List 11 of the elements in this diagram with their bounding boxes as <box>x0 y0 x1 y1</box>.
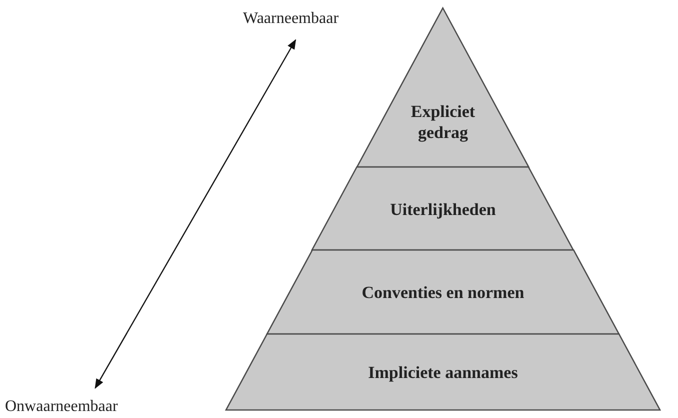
level-label: Waarneembaar <box>243 10 339 28</box>
pyramid-top-layer <box>357 8 529 167</box>
layer-label: Expliciet gedrag <box>410 101 476 143</box>
pyramid-layer <box>226 334 660 410</box>
pyramid-layer <box>267 250 619 334</box>
layer-label: Conventies en normen <box>360 282 526 303</box>
level-label: Onwaarneembaar <box>5 398 118 416</box>
double-arrow <box>94 39 296 389</box>
pyramid-layer <box>312 167 574 250</box>
layer-label: Impliciete aannames <box>367 362 519 383</box>
layer-label: Uiterlijkheden <box>389 199 497 220</box>
